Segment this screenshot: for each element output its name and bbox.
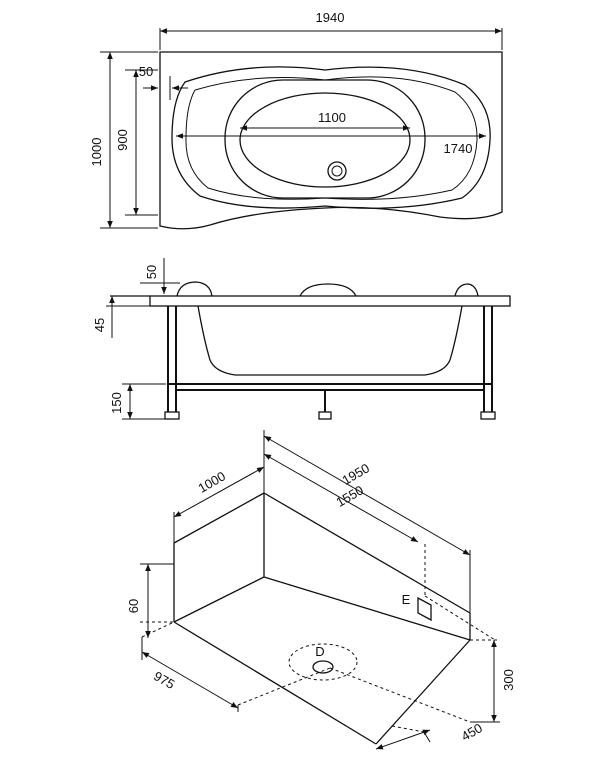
foot-left	[164, 411, 180, 420]
basin-length-label: 1100	[318, 110, 346, 125]
outlet-box	[417, 596, 432, 622]
outlet-offset-dimension	[375, 729, 431, 750]
leg-height-label: 150	[109, 392, 124, 414]
top-view: 1940 1000 900 50 1100 1740	[89, 10, 503, 230]
floor-side-edge	[173, 576, 265, 623]
tub-outline-top	[159, 51, 503, 230]
back-wall	[263, 492, 471, 614]
side-wall	[173, 492, 265, 544]
outer-bowl-inner-line	[185, 76, 478, 200]
overall-width-label: 1000	[89, 138, 104, 167]
foot-right	[480, 411, 496, 420]
wall-height-label: 60	[126, 599, 141, 613]
inner-width-label: 900	[115, 129, 130, 151]
inner-length-label: 1550	[333, 482, 366, 509]
outlet-height-label: 300	[501, 669, 516, 691]
headrest-left	[176, 281, 213, 297]
side-rim-offset-label: 50	[144, 265, 159, 279]
drain-area	[288, 643, 358, 681]
front-depth-dimension	[141, 651, 239, 709]
side-view: 50 45 150	[92, 258, 511, 420]
outer-bowl	[171, 66, 491, 209]
rim-thickness-label: 45	[92, 318, 107, 332]
inner-ring	[224, 79, 426, 199]
inner-length-dimension	[263, 453, 419, 543]
front-depth-label: 975	[151, 668, 177, 692]
drain-inner-icon	[331, 165, 343, 177]
back-depth-label: 1000	[195, 468, 228, 495]
outlet-offset-label: 450	[459, 720, 485, 744]
basin	[239, 92, 411, 188]
drain-label: D	[315, 644, 324, 659]
niche-view: D E 1950 1550 1000 60 975 300 450	[126, 430, 516, 750]
outer-length-dimension	[263, 435, 471, 556]
headrest-right	[454, 283, 479, 297]
outer-bowl-length-label: 1740	[444, 141, 473, 156]
headrest-center	[299, 283, 357, 297]
outlet-label: E	[402, 592, 411, 607]
drain-icon	[327, 161, 347, 181]
floor-back-edge	[263, 576, 471, 641]
drain-outlet-icon	[312, 660, 334, 674]
floor-front-edge	[173, 621, 377, 745]
overall-length-label: 1940	[316, 10, 345, 25]
foot-center	[318, 411, 332, 420]
rim-edge	[149, 295, 511, 307]
rim-offset-label: 50	[139, 64, 153, 79]
tub-body	[197, 305, 463, 376]
floor-right-edge	[375, 639, 471, 745]
back-depth-dimension	[173, 466, 265, 518]
